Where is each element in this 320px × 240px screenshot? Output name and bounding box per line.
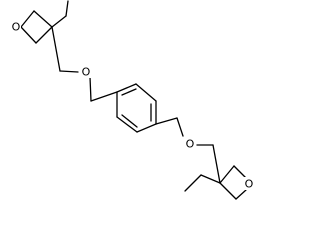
bond-top-link-2 xyxy=(59,70,79,73)
atom-label: O xyxy=(186,138,195,151)
bottom-oxetane-ring xyxy=(219,165,247,200)
bond-bottom-ring-c1-o xyxy=(233,165,247,179)
atom-o-ether-right: O xyxy=(184,137,195,151)
bond-bottom-ring-o-c3 xyxy=(235,189,247,200)
bond-top-ethyl-1 xyxy=(51,15,67,28)
bond-bottom-link-4 xyxy=(212,144,221,184)
atom-label: O xyxy=(245,178,254,191)
bond-benzene-4 xyxy=(136,123,157,133)
bond-bottom-link-1 xyxy=(155,117,178,125)
bond-benzene-double-3 xyxy=(121,114,138,128)
bond-benzene-1 xyxy=(116,83,137,93)
atom-label: O xyxy=(12,21,21,34)
bond-top-ring-c1-cq xyxy=(33,10,53,28)
atom-o-oxetane-bottom: O xyxy=(243,177,254,191)
structure-canvas: O O O O xyxy=(11,0,254,200)
bond-bottom-ethyl-2 xyxy=(184,174,202,192)
top-ether-linker xyxy=(51,26,118,102)
bond-top-ring-cq-c3 xyxy=(35,26,53,44)
bond-top-ring-o-c1 xyxy=(20,10,35,28)
bond-top-link-1 xyxy=(51,26,61,72)
atom-label: O xyxy=(82,66,91,79)
atom-o-ether-left: O xyxy=(80,65,91,79)
bond-bottom-link-2 xyxy=(176,117,184,137)
bond-bottom-ring-cq-c1 xyxy=(219,165,235,184)
bottom-ether-linker xyxy=(155,117,221,184)
bond-top-link-3 xyxy=(89,76,92,102)
bond-top-ethyl-2 xyxy=(65,0,69,17)
top-oxetane-ring xyxy=(20,10,53,44)
benzene-ring xyxy=(116,83,157,133)
bond-top-ring-c3-o xyxy=(20,26,37,44)
bond-benzene-2 xyxy=(135,83,157,102)
bond-benzene-5 xyxy=(116,116,138,133)
bond-bottom-ethyl-1 xyxy=(200,174,221,184)
bond-benzene-double-1 xyxy=(121,88,137,96)
chemical-structure-diagram: O O O O xyxy=(11,0,254,200)
bond-top-link-4 xyxy=(90,91,118,102)
atom-o-oxetane-top: O xyxy=(11,20,21,34)
top-ethyl-group xyxy=(51,0,69,28)
bond-bottom-ring-c3-cq xyxy=(219,182,237,200)
bottom-ethyl-group xyxy=(184,174,221,192)
